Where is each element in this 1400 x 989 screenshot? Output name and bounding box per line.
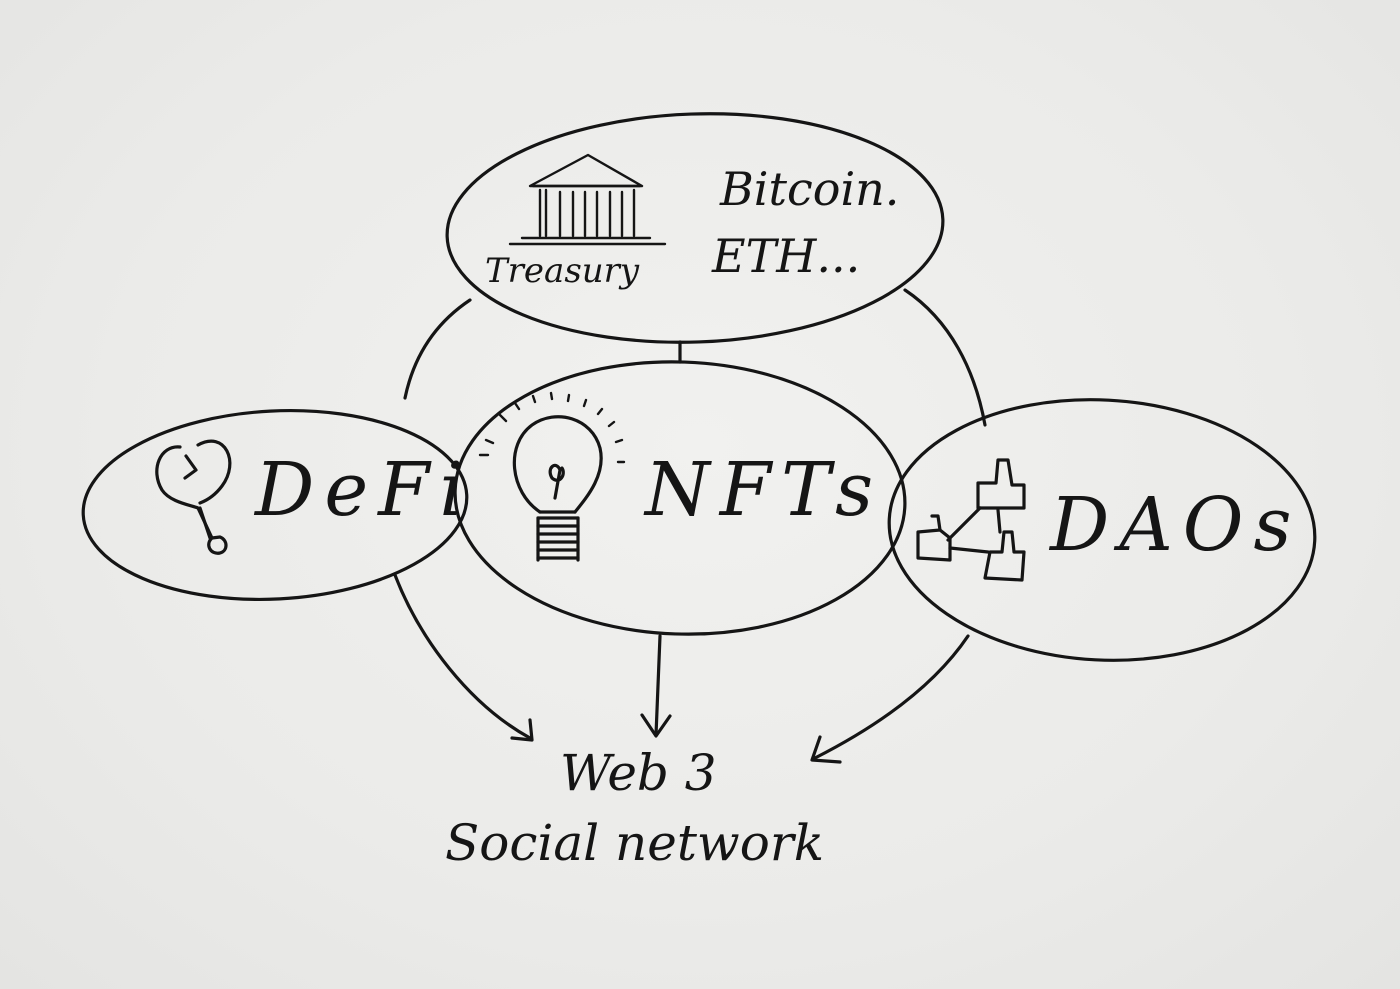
connected-thumbs-up-icon: [916, 458, 1026, 582]
nfts-label: NFTs: [643, 447, 883, 533]
social-network-label: Social network: [445, 814, 824, 872]
arrow-daos-web3: [810, 634, 970, 764]
defi-ellipse: [81, 408, 469, 602]
treasury-label: Treasury: [485, 251, 640, 291]
treasury-ellipse: [445, 112, 945, 344]
daos-ellipse: [887, 398, 1317, 662]
treasury-side-text-bitcoin: Bitcoin.: [719, 162, 899, 216]
lightbulb-icon: [512, 415, 603, 562]
web3-label: Web 3: [560, 744, 717, 802]
daos-label: DAOs: [1048, 482, 1301, 568]
wrench-icon: [155, 439, 232, 555]
lightbulb-rays-icon: [478, 391, 626, 464]
arrow-defi-web3: [393, 573, 534, 742]
arrow-nfts-web3: [640, 634, 672, 738]
defi-label: DeFi: [253, 447, 473, 533]
edge-treasury-defi: [403, 298, 472, 400]
edge-treasury-daos: [903, 288, 987, 427]
treasury-side-text-eth: ETH...: [711, 229, 860, 283]
nfts-ellipse: [453, 360, 907, 636]
bank-building-icon: [508, 153, 667, 246]
